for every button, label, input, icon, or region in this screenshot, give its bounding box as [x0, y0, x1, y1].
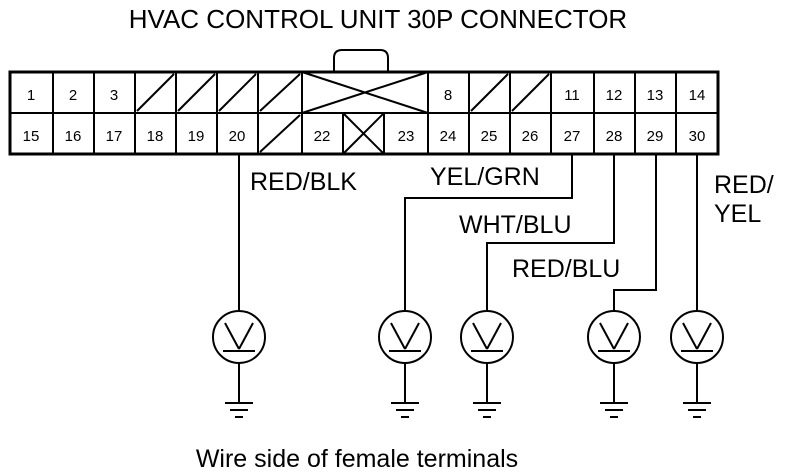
voltmeter-icon: [587, 310, 641, 418]
pin-label: 24: [440, 128, 457, 145]
pin-label: 19: [188, 128, 205, 145]
pin-label: 1: [27, 87, 35, 104]
pin-label: 13: [647, 87, 664, 104]
pin-label: 14: [689, 87, 706, 104]
pin-label: 2: [69, 87, 77, 104]
wire-label-red-yel-2: YEL: [714, 200, 761, 228]
pin-label: 22: [314, 128, 331, 145]
pin-label: 3: [110, 87, 118, 104]
pin-label: 25: [481, 128, 498, 145]
pin-label: 30: [689, 128, 706, 145]
pin-label: 20: [229, 128, 246, 145]
wire-wht-blu: [486, 154, 615, 311]
wire-label-red-blk: RED/BLK: [250, 168, 357, 196]
wire-red-blu: [613, 154, 657, 311]
pin-label: 26: [522, 128, 539, 145]
diagram-caption: Wire side of female terminals: [196, 445, 518, 473]
wire-yel-grn: [404, 154, 573, 311]
pin-label: 28: [606, 128, 623, 145]
pin-label: 8: [444, 87, 452, 104]
voltmeter-icon: [460, 310, 514, 418]
voltmeter-icon: [378, 310, 432, 418]
connector-lock-tab: [333, 49, 389, 72]
wire-label-red-yel-1: RED/: [714, 171, 774, 199]
wire-label-yel-grn: YEL/GRN: [430, 163, 540, 191]
pin-row-2: 15 16 17 18 19 20 22 23 24 25 26 27 28 2…: [23, 128, 706, 145]
pin-label: 15: [23, 128, 40, 145]
pin-label: 27: [564, 128, 581, 145]
pin-label: 16: [65, 128, 82, 145]
connector-body: [8, 70, 720, 156]
pin-row-1: 1 2 3 8 11 12 13 14: [27, 87, 706, 104]
wire-label-red-blu: RED/BLU: [512, 255, 620, 283]
pin-label: 17: [106, 128, 123, 145]
voltmeter-icon: [670, 310, 724, 418]
pin-label: 11: [564, 87, 580, 104]
pin-label: 12: [606, 87, 623, 104]
voltmeter-icon: [212, 310, 266, 418]
wires: [238, 154, 698, 311]
wire-label-wht-blu: WHT/BLU: [459, 211, 572, 239]
diagram-title: HVAC CONTROL UNIT 30P CONNECTOR: [129, 4, 627, 34]
pin-label: 18: [147, 128, 164, 145]
pin-label: 29: [647, 128, 664, 145]
pin-label: 23: [398, 128, 415, 145]
